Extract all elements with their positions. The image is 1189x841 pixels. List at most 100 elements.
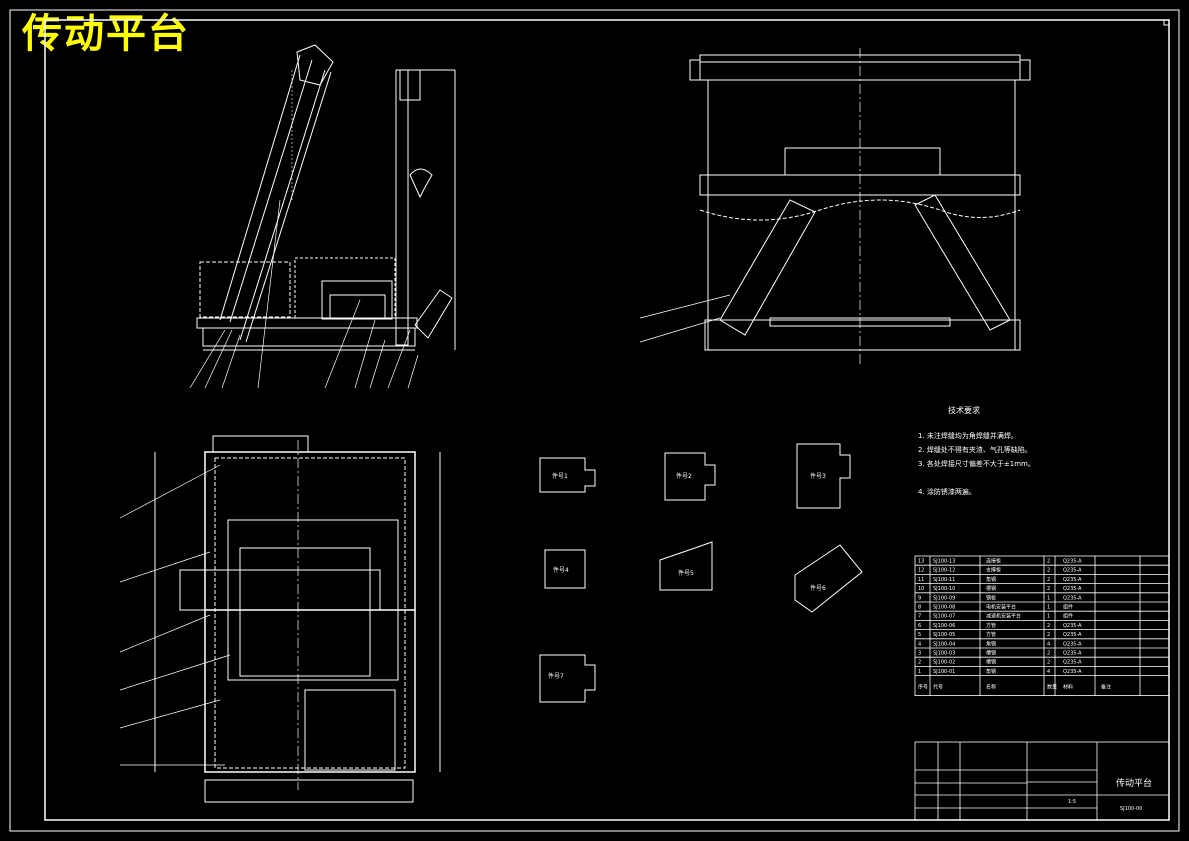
bom-cell: 角钢 bbox=[986, 668, 996, 675]
bom-cell: 钢板 bbox=[986, 594, 996, 601]
detail-label: 件号5 bbox=[678, 569, 694, 577]
bom-cell: 2 bbox=[1047, 568, 1050, 574]
bom-cell: 1 bbox=[918, 669, 921, 675]
bom-cell: 1 bbox=[1047, 595, 1050, 601]
bom-cell: 9 bbox=[918, 595, 921, 601]
bom-cell: 电机安装平台 bbox=[986, 604, 1016, 611]
bom-cell: SJ100-07 bbox=[933, 614, 955, 620]
bom-cell: SJ100-05 bbox=[933, 632, 955, 638]
detail-label: 件号4 bbox=[553, 566, 569, 574]
bom-cell: 4 bbox=[1047, 641, 1050, 647]
bom-cell: SJ100-04 bbox=[933, 641, 955, 647]
bom-cell: 8 bbox=[918, 605, 921, 611]
bom-cell: Q235-A bbox=[1063, 632, 1082, 638]
bom-cell: 减速机安装平台 bbox=[986, 613, 1021, 620]
detail-label: 件号1 bbox=[552, 472, 568, 480]
title-block-drawing-no: SJ100-00 bbox=[1120, 806, 1142, 812]
bom-cell: 7 bbox=[918, 614, 921, 620]
bom-cell: 角钢 bbox=[986, 640, 996, 647]
title-block-scale: 1:5 bbox=[1068, 799, 1076, 805]
inner-border bbox=[44, 19, 1170, 821]
bom-cell: 组件 bbox=[1063, 604, 1073, 611]
bom-table bbox=[914, 555, 1170, 697]
bom-cell: 13 bbox=[918, 559, 924, 565]
bom-cell: SJ100-03 bbox=[933, 651, 955, 657]
detail-labels: 件号1 件号2 件号3 件号4 件号5 件号6 件号7 bbox=[548, 472, 826, 680]
bom-cell: 槽钢 bbox=[986, 650, 996, 657]
bom-cell: SJ100-01 bbox=[933, 669, 955, 675]
bom-cell: 11 bbox=[918, 577, 924, 583]
bom-cell: 10 bbox=[918, 586, 924, 592]
title-block bbox=[914, 741, 1170, 821]
side-elevation-view bbox=[639, 48, 1031, 365]
bom-header-cell: 代号 bbox=[933, 684, 943, 691]
bom-cell: 角钢 bbox=[986, 576, 996, 583]
bom-cell: Q235-A bbox=[1063, 651, 1082, 657]
bom-cell: 2 bbox=[1047, 660, 1050, 666]
detail-label: 件号2 bbox=[676, 472, 692, 480]
bom-cell: 6 bbox=[918, 623, 921, 629]
bom-cell: 3 bbox=[918, 651, 921, 657]
bom-cell: 5 bbox=[918, 632, 921, 638]
detail-label: 件号7 bbox=[548, 672, 564, 680]
bom-cell: Q235-A bbox=[1063, 660, 1082, 666]
bom-cell: 4 bbox=[1047, 669, 1050, 675]
bom-cell: Q235-A bbox=[1063, 595, 1082, 601]
bom-cell: 2 bbox=[1047, 623, 1050, 629]
corner-mark bbox=[1163, 19, 1170, 26]
note-line: 2. 焊缝处不得有夹渣、气孔等缺陷。 bbox=[918, 445, 1032, 454]
bom-cell: 2 bbox=[1047, 651, 1050, 657]
detail-label: 件号6 bbox=[810, 584, 826, 592]
bom-cell: SJ100-02 bbox=[933, 660, 955, 666]
bom-cell: Q235-A bbox=[1063, 559, 1082, 565]
bom-cell: SJ100-10 bbox=[933, 586, 955, 592]
bom-cell: 2 bbox=[1047, 577, 1050, 583]
bom-cell: 槽钢 bbox=[986, 585, 996, 592]
bom-cell: 12 bbox=[918, 568, 924, 574]
bom-cell: 2 bbox=[1047, 632, 1050, 638]
notes-heading: 技术要求 bbox=[948, 405, 980, 415]
note-line: 1. 未注焊缝均为角焊缝并满焊。 bbox=[918, 431, 1018, 440]
bom-cell: Q235-A bbox=[1063, 669, 1082, 675]
note-line: 4. 涂防锈漆两遍。 bbox=[918, 487, 976, 496]
bom-cell: SJ100-06 bbox=[933, 623, 955, 629]
bom-cell: 槽钢 bbox=[986, 659, 996, 666]
bom-cell: Q235-A bbox=[1063, 623, 1082, 629]
detail-parts bbox=[539, 443, 863, 703]
bom-cell: SJ100-12 bbox=[933, 568, 955, 574]
bom-cell: 连接板 bbox=[986, 558, 1001, 565]
note-line: 3. 各处焊接尺寸偏差不大于±1mm。 bbox=[918, 459, 1035, 468]
bom-cell: 组件 bbox=[1063, 613, 1073, 620]
bom-header-cell: 材料 bbox=[1063, 684, 1073, 691]
bom-header-cell: 名称 bbox=[986, 684, 996, 691]
bom-cell: SJ100-08 bbox=[933, 605, 955, 611]
bom-cell: Q235-A bbox=[1063, 586, 1082, 592]
plan-view bbox=[119, 435, 441, 803]
bom-cell: 2 bbox=[1047, 586, 1050, 592]
bom-cell: Q235-A bbox=[1063, 641, 1082, 647]
bom-cell: SJ100-13 bbox=[933, 559, 955, 565]
bom-cell: 1 bbox=[1047, 605, 1050, 611]
bom-header-cell: 备注 bbox=[1101, 684, 1111, 691]
bom-cell: 2 bbox=[1047, 559, 1050, 565]
technical-notes: 技术要求 1. 未注焊缝均为角焊缝并满焊。 2. 焊缝处不得有夹渣、气孔等缺陷。… bbox=[918, 405, 1035, 496]
bom-cell: Q235-A bbox=[1063, 568, 1082, 574]
bom-cell: 方管 bbox=[986, 622, 996, 629]
bom-cell: 2 bbox=[918, 660, 921, 666]
front-elevation-view bbox=[189, 44, 456, 389]
bom-cell: 方管 bbox=[986, 631, 996, 638]
bom-header-cell: 序号 bbox=[918, 684, 928, 691]
bom-cell: Q235-A bbox=[1063, 577, 1082, 583]
outer-border bbox=[9, 9, 1180, 832]
bom-cell: 1 bbox=[1047, 614, 1050, 620]
bom-cell: 4 bbox=[918, 641, 921, 647]
bom-cell: 支撑板 bbox=[986, 567, 1001, 574]
detail-label: 件号3 bbox=[810, 472, 826, 480]
bom-cell: SJ100-11 bbox=[933, 577, 955, 583]
bom-cell: SJ100-09 bbox=[933, 595, 955, 601]
bom-header-cell: 数量 bbox=[1047, 684, 1057, 691]
title-block-name: 传动平台 bbox=[1116, 777, 1152, 789]
